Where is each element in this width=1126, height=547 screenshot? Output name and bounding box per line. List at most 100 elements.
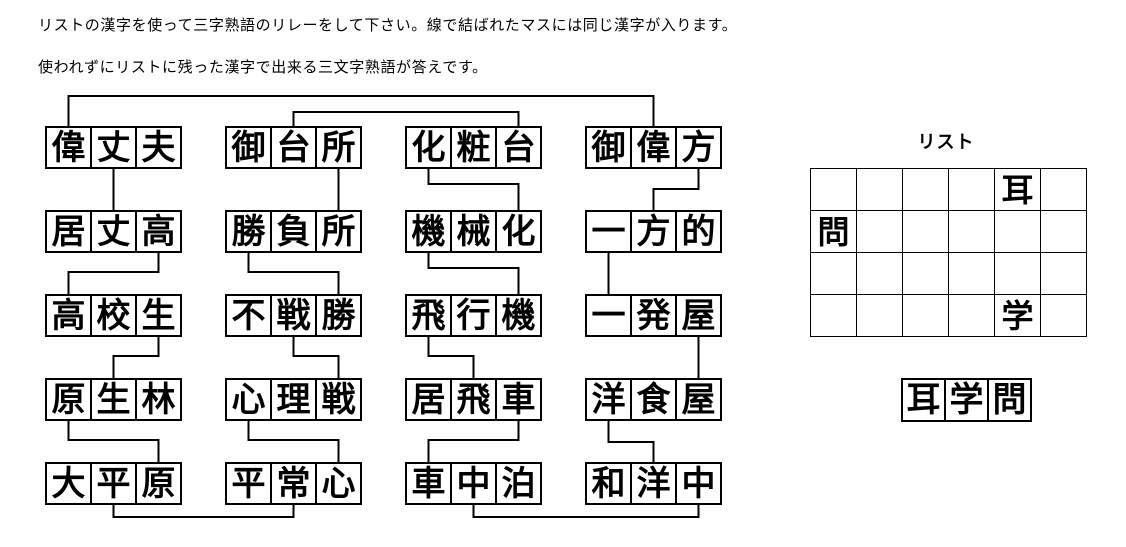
puzzle-cell: 校 [90,294,137,337]
word-box: 心 理 戦 [225,378,362,421]
puzzle-cell: 原 [135,462,182,505]
puzzle-cell: 居 [45,210,92,253]
puzzle-cell: 化 [495,210,542,253]
word-box: 御 台 所 [225,126,362,169]
list-cell [948,210,995,253]
connector-line-17 [652,167,700,212]
puzzle-cell: 車 [405,462,452,505]
list-cell [810,294,857,337]
word-box: 原 生 林 [45,378,182,421]
puzzle-cell: 行 [450,294,497,337]
puzzle-cell: 所 [315,126,362,169]
puzzle-cell: 機 [405,210,452,253]
puzzle-cell: 食 [630,378,677,421]
list-cell [856,294,903,337]
word-box: 勝 負 所 [225,210,362,253]
list-cell [948,294,995,337]
list-cell [810,168,857,211]
connector-line-2 [292,111,520,128]
puzzle-cell: 御 [585,126,632,169]
puzzle-cell: 泊 [495,462,542,505]
list-cell: 学 [994,294,1041,337]
connector-line-7 [112,503,295,518]
list-grid: 耳 問 学 [810,168,1087,337]
word-box: 車 中 泊 [405,462,542,505]
word-box: 不 戦 勝 [225,294,362,337]
puzzle-cell: 心 [225,378,272,421]
puzzle-cell: 飛 [450,378,497,421]
puzzle-cell: 勝 [225,210,272,253]
list-cell [994,252,1041,295]
word-box: 機 械 化 [405,210,542,253]
puzzle-cell: 発 [630,294,677,337]
word-box: 居 丈 高 [45,210,182,253]
puzzle-cell: 械 [450,210,497,253]
list-cell: 問 [810,210,857,253]
puzzle-cell: 丈 [90,126,137,169]
list-cell [856,210,903,253]
connector-line-20 [607,419,655,464]
puzzle-cell: 原 [45,378,92,421]
puzzle-cell: 生 [135,294,182,337]
word-box: 平 常 心 [225,462,362,505]
list-cell [902,294,949,337]
list-cell: 耳 [994,168,1041,211]
list-cell [1040,252,1087,295]
puzzle-cell: 粧 [450,126,497,169]
puzzle-cell: 和 [585,462,632,505]
list-cell [1040,168,1087,211]
answer-cell: 問 [987,378,1032,422]
word-box: 居 飛 車 [405,378,542,421]
list-cell [856,252,903,295]
word-box: 高 校 生 [45,294,182,337]
puzzle-cell: 化 [405,126,452,169]
connector-line-5 [112,335,160,380]
puzzle-cell: 戦 [315,378,362,421]
puzzle-cell: 洋 [630,462,677,505]
word-box: 御 偉 方 [585,126,722,169]
puzzle-cell: 丈 [90,210,137,253]
puzzle-cell: 機 [495,294,542,337]
connector-line-12 [427,167,520,212]
list-cell [902,252,949,295]
connector-line-15 [427,419,520,464]
puzzle-cell: 夫 [135,126,182,169]
answer-word: 耳 学 問 [901,378,1032,422]
word-box: 洋 食 屋 [585,378,722,421]
connector-line-9 [247,251,340,296]
connector-line-14 [427,335,475,380]
puzzle-cell: 屋 [675,294,722,337]
word-box: 大 平 原 [45,462,182,505]
puzzle-cell: 飛 [405,294,452,337]
puzzle-cell: 平 [225,462,272,505]
puzzle-cell: 大 [45,462,92,505]
connector-line-13 [427,251,520,296]
answer-cell: 学 [944,378,989,422]
list-cell [902,168,949,211]
puzzle-cell: 居 [405,378,452,421]
list-title: リスト [917,132,975,152]
instruction-line-1: リストの漢字を使って三字熟語のリレーをして下さい。線で結ばれたマスには同じ漢字が… [38,17,738,34]
puzzle-cell: 一 [585,210,632,253]
answer-cell: 耳 [901,378,946,422]
instruction-line-2: 使われずにリストに残った漢字で出来る三文字熟語が答えです。 [38,59,488,76]
puzzle-cell: 中 [450,462,497,505]
connector-line-1 [67,95,655,128]
puzzle-cell: 戦 [270,294,317,337]
puzzle-cell: 生 [90,378,137,421]
list-cell [948,252,995,295]
connector-line-10 [292,335,340,380]
list-cell [1040,210,1087,253]
connector-line-6 [67,419,160,464]
puzzle-cell: 洋 [585,378,632,421]
word-box: 和 洋 中 [585,462,722,505]
list-cell [948,168,995,211]
list-cell [810,252,857,295]
puzzle-cell: 常 [270,462,317,505]
puzzle-cell: 屋 [675,378,722,421]
word-box: 一 方 的 [585,210,722,253]
list-cell [994,210,1041,253]
list-cell [902,210,949,253]
puzzle-cell: 方 [675,126,722,169]
